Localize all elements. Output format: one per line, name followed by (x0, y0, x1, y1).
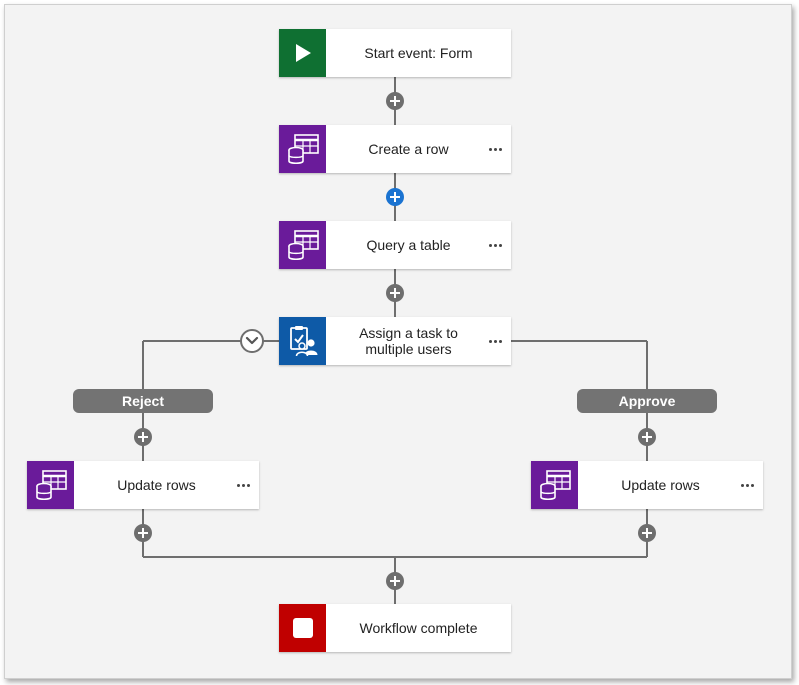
collapse-branches-toggle[interactable] (240, 329, 264, 353)
update-rows-reject-node[interactable]: Update rows (27, 461, 259, 509)
workflow-canvas: Start event: Form Create a row (4, 4, 792, 679)
start-event-node[interactable]: Start event: Form (279, 29, 511, 77)
branch-label-approve[interactable]: Approve (577, 389, 717, 413)
node-label: Assign a task to multiple users (359, 325, 458, 357)
more-options-button[interactable] (487, 333, 503, 349)
more-options-button[interactable] (739, 477, 755, 493)
query-table-node[interactable]: Query a table (279, 221, 511, 269)
create-row-node[interactable]: Create a row (279, 125, 511, 173)
add-step-button[interactable] (638, 428, 656, 446)
add-step-button[interactable] (134, 428, 152, 446)
node-label: Update rows (117, 477, 196, 493)
update-rows-approve-node[interactable]: Update rows (531, 461, 763, 509)
branch-label-reject[interactable]: Reject (73, 389, 213, 413)
task-users-icon (279, 317, 326, 365)
add-step-button[interactable] (386, 572, 404, 590)
node-label: Start event: Form (364, 45, 473, 61)
add-step-button[interactable] (386, 92, 404, 110)
add-step-button[interactable] (386, 188, 404, 206)
node-label: Update rows (621, 477, 700, 493)
add-step-button[interactable] (134, 524, 152, 542)
node-label: Create a row (368, 141, 449, 157)
database-table-icon (531, 461, 578, 509)
node-label: Workflow complete (359, 620, 478, 636)
more-options-button[interactable] (487, 237, 503, 253)
assign-task-node[interactable]: Assign a task to multiple users (279, 317, 511, 365)
more-options-button[interactable] (487, 141, 503, 157)
stop-icon (279, 604, 326, 652)
database-table-icon (279, 221, 326, 269)
database-table-icon (27, 461, 74, 509)
more-options-button[interactable] (235, 477, 251, 493)
workflow-complete-node[interactable]: Workflow complete (279, 604, 511, 652)
chevron-down-icon (245, 336, 259, 345)
add-step-button[interactable] (386, 284, 404, 302)
add-step-button[interactable] (638, 524, 656, 542)
play-icon (279, 29, 326, 77)
node-label: Query a table (366, 237, 451, 253)
database-table-icon (279, 125, 326, 173)
